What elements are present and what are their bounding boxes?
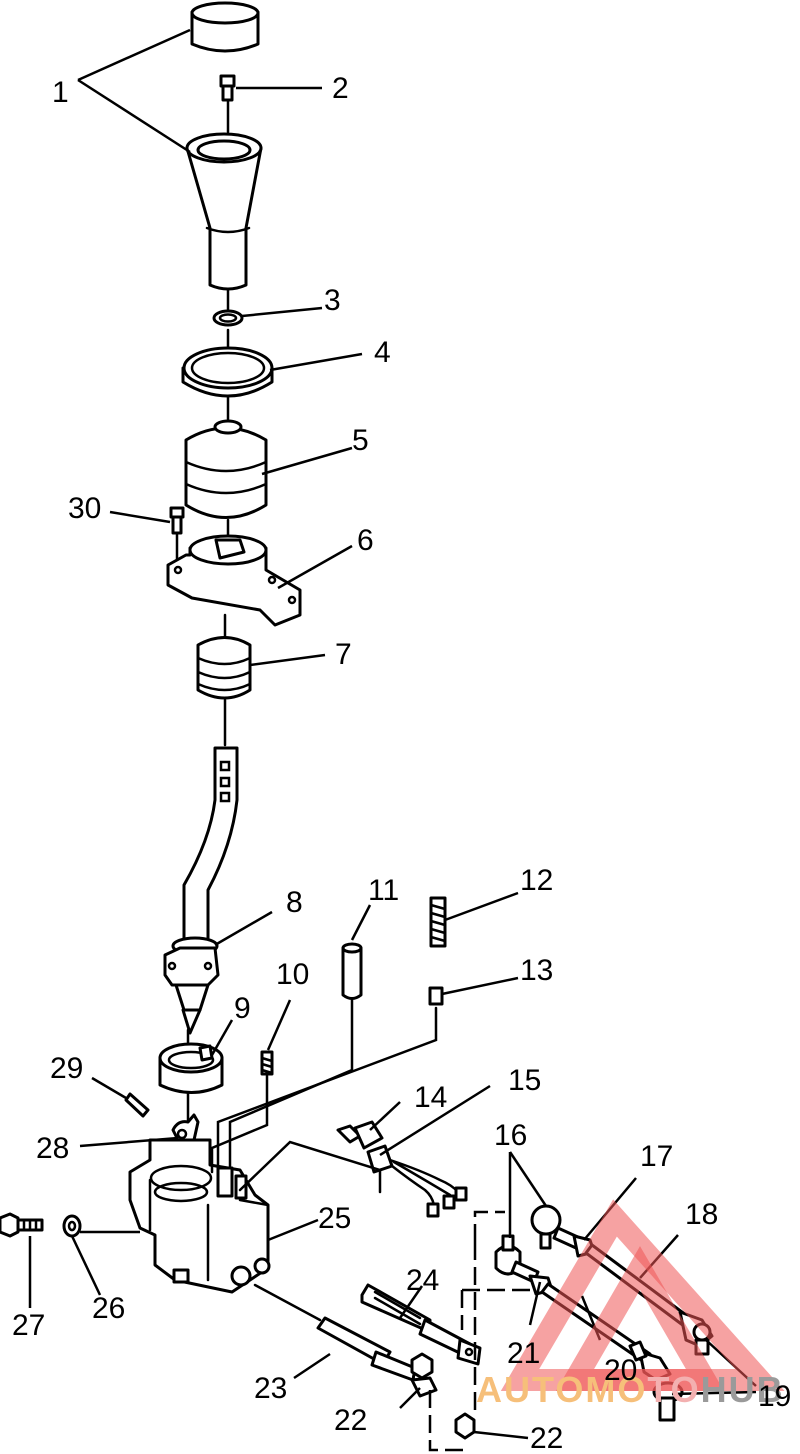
- callout-labels: 1 2 3 4 5 30 6 7 8 11 12 10 13 9 29 14 1…: [12, 72, 791, 1454]
- watermark-text-mid: TO: [647, 1369, 700, 1410]
- shift-lever: [163, 746, 239, 1035]
- callout-9: 9: [234, 992, 251, 1025]
- neutral-switch: [336, 1120, 384, 1150]
- callout-10: 10: [276, 958, 309, 991]
- lever-collar: [158, 1042, 224, 1094]
- roll-pin: [124, 1092, 150, 1118]
- callout-13: 13: [520, 954, 553, 987]
- detent-spring: [429, 896, 447, 948]
- callout-4: 4: [374, 336, 391, 369]
- shift-rail-lower: [316, 1316, 417, 1382]
- callout-29: 29: [50, 1052, 83, 1085]
- lower-boot: [196, 636, 252, 700]
- small-ring: [212, 309, 244, 327]
- rubber-boot: [184, 419, 268, 519]
- assembly-lines: [210, 998, 530, 1452]
- callout-22-right: 22: [530, 1422, 563, 1454]
- callout-15: 15: [508, 1064, 541, 1097]
- bracket-screw: [169, 506, 185, 535]
- rail-nut-lower: [410, 1352, 438, 1398]
- washer: [62, 1214, 82, 1238]
- callout-28: 28: [36, 1132, 69, 1165]
- watermark-logo: [500, 1199, 785, 1391]
- callout-23: 23: [254, 1372, 287, 1405]
- callout-16: 16: [494, 1119, 527, 1152]
- boot-ring: [181, 346, 274, 398]
- callout-1: 1: [52, 76, 69, 109]
- callout-30: 30: [68, 492, 101, 525]
- callout-5: 5: [352, 424, 369, 457]
- callout-19: 19: [758, 1380, 791, 1413]
- callout-27: 27: [12, 1309, 45, 1342]
- knob-body: [185, 132, 263, 291]
- watermark-text-left: AUTOMO: [476, 1369, 647, 1410]
- small-spring: [260, 1050, 274, 1076]
- shifter-housing: [128, 1138, 271, 1294]
- callout-11: 11: [368, 874, 399, 907]
- callout-6: 6: [357, 524, 374, 557]
- callout-26: 26: [92, 1292, 125, 1325]
- plunger: [428, 986, 444, 1006]
- svg-text:AUTOMOTOHUB: AUTOMOTOHUB: [476, 1369, 785, 1410]
- watermark-text-right: HUB: [701, 1369, 785, 1410]
- callout-7: 7: [335, 638, 352, 671]
- leader-lines: [28, 28, 757, 1440]
- callout-17: 17: [640, 1140, 673, 1173]
- callout-21: 21: [507, 1337, 540, 1370]
- knob-cap: [190, 1, 260, 53]
- detent-pin: [341, 942, 363, 1000]
- callout-20: 20: [604, 1354, 637, 1387]
- callout-14: 14: [414, 1081, 447, 1114]
- callout-12: 12: [520, 864, 553, 897]
- callout-25: 25: [318, 1202, 351, 1235]
- callout-2: 2: [332, 72, 349, 105]
- callout-18: 18: [685, 1198, 718, 1231]
- callout-3: 3: [324, 284, 341, 317]
- watermark-text: AUTOMOTOHUB: [476, 1369, 785, 1410]
- pivot-bolt: [0, 1212, 44, 1238]
- ball-joint-rear: [530, 1204, 582, 1250]
- mounting-bracket: [166, 534, 302, 627]
- rail-nut-bottom: [454, 1412, 476, 1440]
- callout-24: 24: [406, 1264, 439, 1297]
- callout-22-left: 22: [334, 1404, 367, 1437]
- sensor-harness: [366, 1144, 468, 1218]
- knob-screw: [219, 74, 236, 102]
- callout-8: 8: [286, 886, 303, 919]
